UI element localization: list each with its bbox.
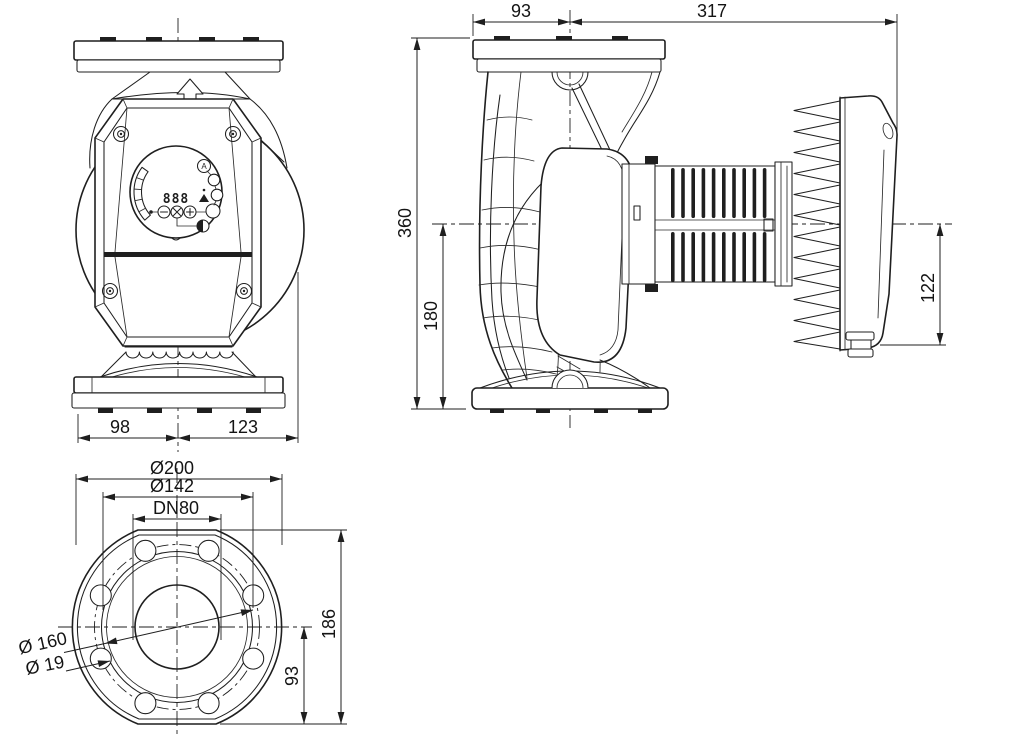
dim-d142-label: Ø142: [150, 476, 194, 496]
bolt-hole: [197, 539, 220, 562]
pump-head: [536, 147, 634, 363]
cover-seam-band: [104, 252, 252, 257]
tie-rod-nut: [763, 218, 774, 232]
auto-mode-label: A: [201, 162, 207, 171]
cover-screw: [224, 125, 242, 143]
side-top-flange: [472, 36, 666, 73]
dim-93-top-label: 93: [511, 1, 531, 21]
motor-cooling-fins: [654, 161, 793, 287]
motor-adapter: [621, 156, 658, 292]
bolt-hole: [242, 647, 265, 670]
front-view: 888 A: [71, 18, 305, 452]
side-dimensions: 93 317 360 180 122: [395, 1, 946, 410]
control-buttons: [149, 205, 210, 233]
bolt-hole: [89, 647, 112, 670]
top-saddle: [551, 71, 589, 91]
support-strut: [571, 83, 611, 153]
control-module: [793, 95, 898, 358]
motor-end-plate: [774, 161, 793, 287]
dim-d200-label: Ø200: [150, 458, 194, 478]
led-scale-arc: [133, 166, 151, 221]
front-top-flange: [73, 37, 284, 73]
mode-icon-arc: A: [196, 158, 224, 219]
heatsink-fins: [793, 100, 841, 350]
cover-screw: [112, 125, 130, 143]
front-bottom-flange: [71, 376, 286, 413]
mode-icon: [207, 173, 221, 187]
module-corner-detail: [882, 122, 894, 140]
auto-mode-icon: [196, 158, 212, 174]
bolt-hole: [134, 692, 157, 715]
flange-view: Ø200 Ø142 DN80 Ø 160 Ø 19 186 93: [17, 458, 347, 735]
housing-facet-line: [260, 139, 285, 163]
dim-360-label: 360: [395, 208, 415, 238]
side-view: 93 317 360 180 122: [395, 1, 952, 428]
dim-122-label: 122: [918, 273, 938, 303]
mode-icon: [210, 188, 224, 202]
display-notch: [171, 237, 181, 241]
terminal-box: [839, 95, 898, 351]
side-bottom-flange: [471, 369, 669, 413]
display-panel: 888 A: [129, 145, 224, 241]
front-dimensions: 98 123: [77, 272, 299, 443]
dim-186-label: 186: [319, 609, 339, 639]
bolt-circle: [94, 544, 260, 710]
mode-icon: [205, 203, 221, 219]
cover-screw: [235, 282, 253, 300]
bolt-hole: [197, 692, 220, 715]
pump-symbol-icon: [199, 194, 209, 202]
bottom-saddle: [551, 369, 589, 389]
flange-outer-outline: [71, 529, 283, 725]
cable-gland: [845, 331, 875, 358]
bolt-hole: [134, 539, 157, 562]
dim-98-label: 98: [110, 417, 130, 437]
dim-dn80-label: DN80: [153, 498, 199, 518]
inlet-fairing-left: [89, 98, 113, 169]
bolt-hole: [89, 584, 112, 607]
dim-317-label: 317: [697, 1, 727, 21]
dim-line-d19: [65, 660, 111, 672]
flange-dimensions: Ø200 Ø142 DN80 Ø 160 Ø 19 186 93: [17, 458, 347, 725]
volute-body: [478, 71, 661, 389]
front-lower-bell: [99, 346, 258, 378]
dim-180-label: 180: [421, 301, 441, 331]
display-digits: 888: [163, 192, 189, 207]
dim-line-d160: [104, 609, 254, 645]
inlet-fairing-right: [249, 98, 288, 169]
flange-inner-outline: [76, 534, 278, 720]
dim-93-vertical-label: 93: [282, 666, 302, 686]
dim-123-label: 123: [228, 417, 258, 437]
cover-screw: [101, 282, 119, 300]
